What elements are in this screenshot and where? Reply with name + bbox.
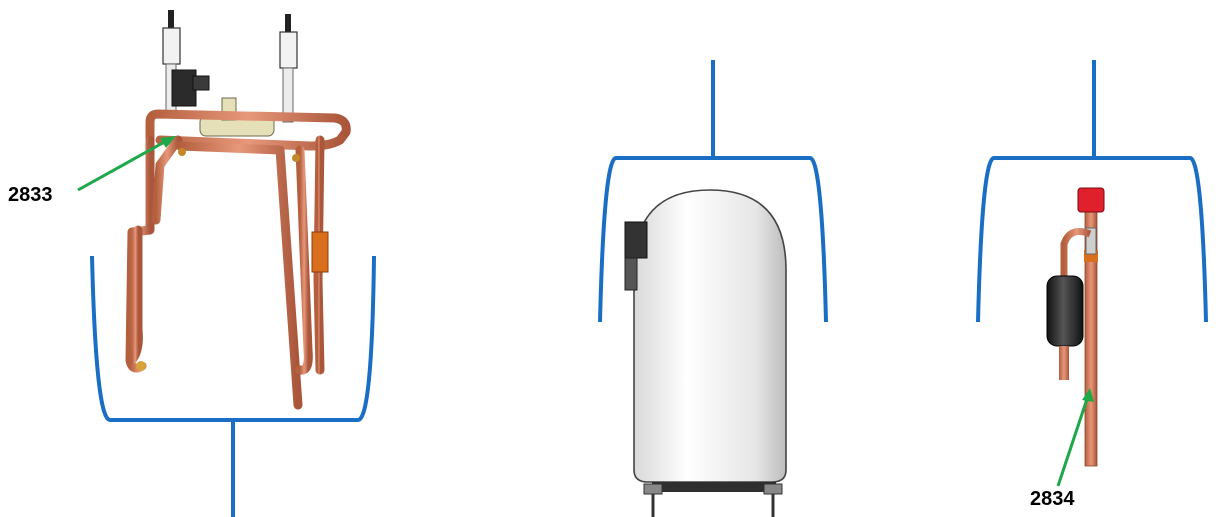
sight-glass — [311, 231, 329, 273]
accumulator-tank — [624, 189, 787, 517]
copper-pipes — [125, 109, 351, 410]
solenoid-valve — [171, 69, 210, 107]
grouping-bracket-right — [976, 60, 1208, 323]
fitting — [292, 154, 300, 162]
callout-arrow-2834 — [1056, 388, 1094, 487]
mounting-foot — [763, 483, 783, 517]
callout-label-2833: 2833 — [8, 184, 53, 206]
fitting — [178, 148, 186, 156]
filter-drier — [1046, 275, 1084, 347]
service-valve-left — [162, 10, 181, 115]
grouping-bracket-left — [90, 255, 376, 517]
callout-label-2834: 2834 — [1030, 488, 1075, 510]
service-valve-right — [279, 14, 298, 123]
filter-drier-assembly — [1046, 187, 1105, 467]
callout-arrow-2833 — [77, 136, 176, 192]
grouping-bracket-middle — [598, 60, 828, 323]
fitting — [136, 361, 146, 371]
mounting-foot — [643, 483, 663, 517]
pipe-assembly — [125, 10, 351, 410]
valve-cap — [1077, 187, 1105, 213]
